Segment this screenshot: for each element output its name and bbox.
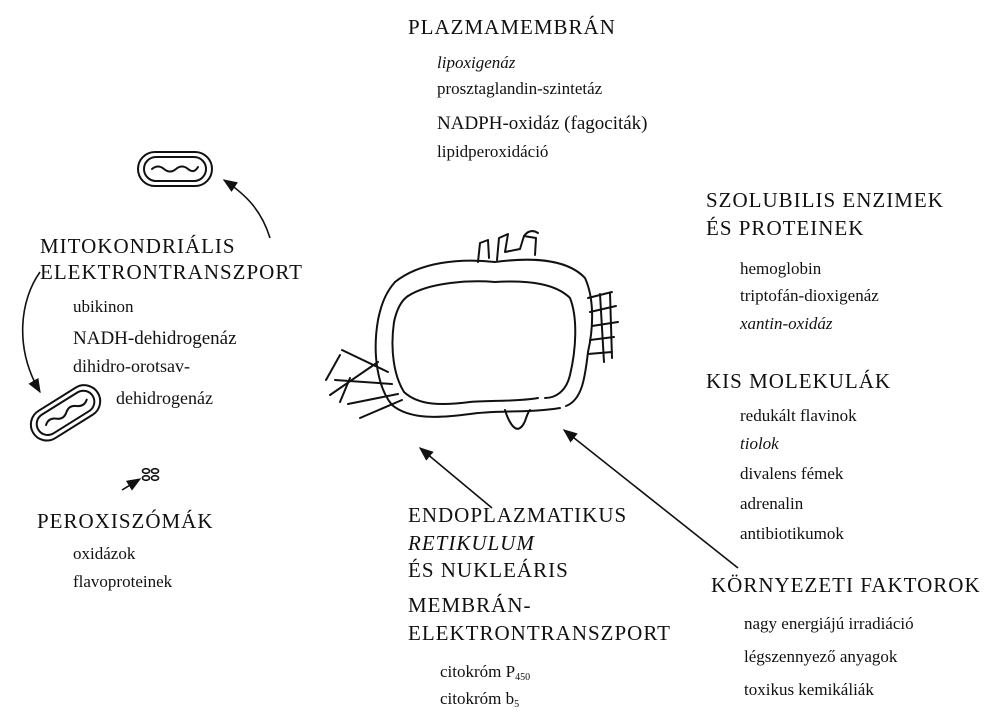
- cyt-b5-base: citokróm b: [440, 689, 514, 708]
- cyt-p450-base: citokróm P: [440, 662, 515, 681]
- arrow-to-peroxisome: [122, 479, 140, 490]
- soluble-item-1: hemoglobin: [740, 260, 821, 277]
- perox-item-2: flavoproteinek: [73, 573, 172, 590]
- arrow-to-top-mitochondrion: [224, 180, 270, 238]
- mitochondrion-bottom-icon: [25, 379, 106, 446]
- plasma-item-4: lipidperoxidáció: [437, 143, 548, 160]
- arrow-to-bottom-mitochondrion: [23, 272, 40, 392]
- plasma-item-3: NADPH-oxidáz (fagociták): [437, 114, 648, 133]
- mito-item-4: dehidrogenáz: [116, 389, 213, 407]
- arrow-to-er: [420, 448, 492, 508]
- env-item-3: toxikus kemikáliák: [744, 681, 874, 698]
- er-title-4: MEMBRÁN-: [408, 595, 532, 616]
- env-title: KÖRNYEZETI FAKTOROK: [711, 575, 981, 596]
- soluble-item-2: triptofán-dioxigenáz: [740, 287, 879, 304]
- cyt-p450-sub: 450: [515, 672, 530, 683]
- mito-item-2: NADH-dehidrogenáz: [73, 329, 237, 348]
- er-title-1: ENDOPLAZMATIKUS: [408, 505, 627, 526]
- er-item-cyt-b5: citokróm b5: [440, 690, 519, 710]
- small-item-5: antibiotikumok: [740, 525, 844, 542]
- plasma-item-2: prosztaglandin-szintetáz: [437, 80, 602, 97]
- er-title-5: ELEKTRONTRANSZPORT: [408, 623, 671, 644]
- small-item-2: tiolok: [740, 435, 779, 452]
- soluble-title-1: SZOLUBILIS ENZIMEK: [706, 190, 944, 211]
- perox-title: PEROXISZÓMÁK: [37, 511, 214, 532]
- mitochondrion-top-icon: [138, 152, 212, 186]
- perox-item-1: oxidázok: [73, 545, 135, 562]
- mito-item-1: ubikinon: [73, 298, 133, 315]
- er-item-cyt-p450: citokróm P450: [440, 663, 530, 683]
- soluble-item-3: xantin-oxidáz: [740, 315, 833, 332]
- er-title-2: RETIKULUM: [408, 533, 535, 554]
- mito-item-3: dihidro-orotsav-: [73, 357, 190, 375]
- env-item-2: légszennyező anyagok: [744, 648, 897, 665]
- small-molecules-title: KIS MOLEKULÁK: [706, 371, 891, 392]
- plasma-item-1: lipoxigenáz: [437, 54, 515, 71]
- cell-membrane-icon: [326, 231, 618, 429]
- mito-title-1: MITOKONDRIÁLIS: [40, 236, 236, 257]
- small-item-1: redukált flavinok: [740, 407, 857, 424]
- plasma-membrane-title: PLAZMAMEMBRÁN: [408, 17, 616, 38]
- cyt-b5-sub: 5: [514, 699, 519, 710]
- mito-title-2: ELEKTRONTRANSZPORT: [40, 262, 303, 283]
- soluble-title-2: ÉS PROTEINEK: [706, 218, 864, 239]
- small-item-3: divalens fémek: [740, 465, 843, 482]
- er-title-3: ÉS NUKLEÁRIS: [408, 560, 569, 581]
- arrow-to-cell: [564, 430, 738, 568]
- small-item-4: adrenalin: [740, 495, 803, 512]
- env-item-1: nagy energiájú irradiáció: [744, 615, 914, 632]
- peroxisome-icon: [143, 469, 159, 481]
